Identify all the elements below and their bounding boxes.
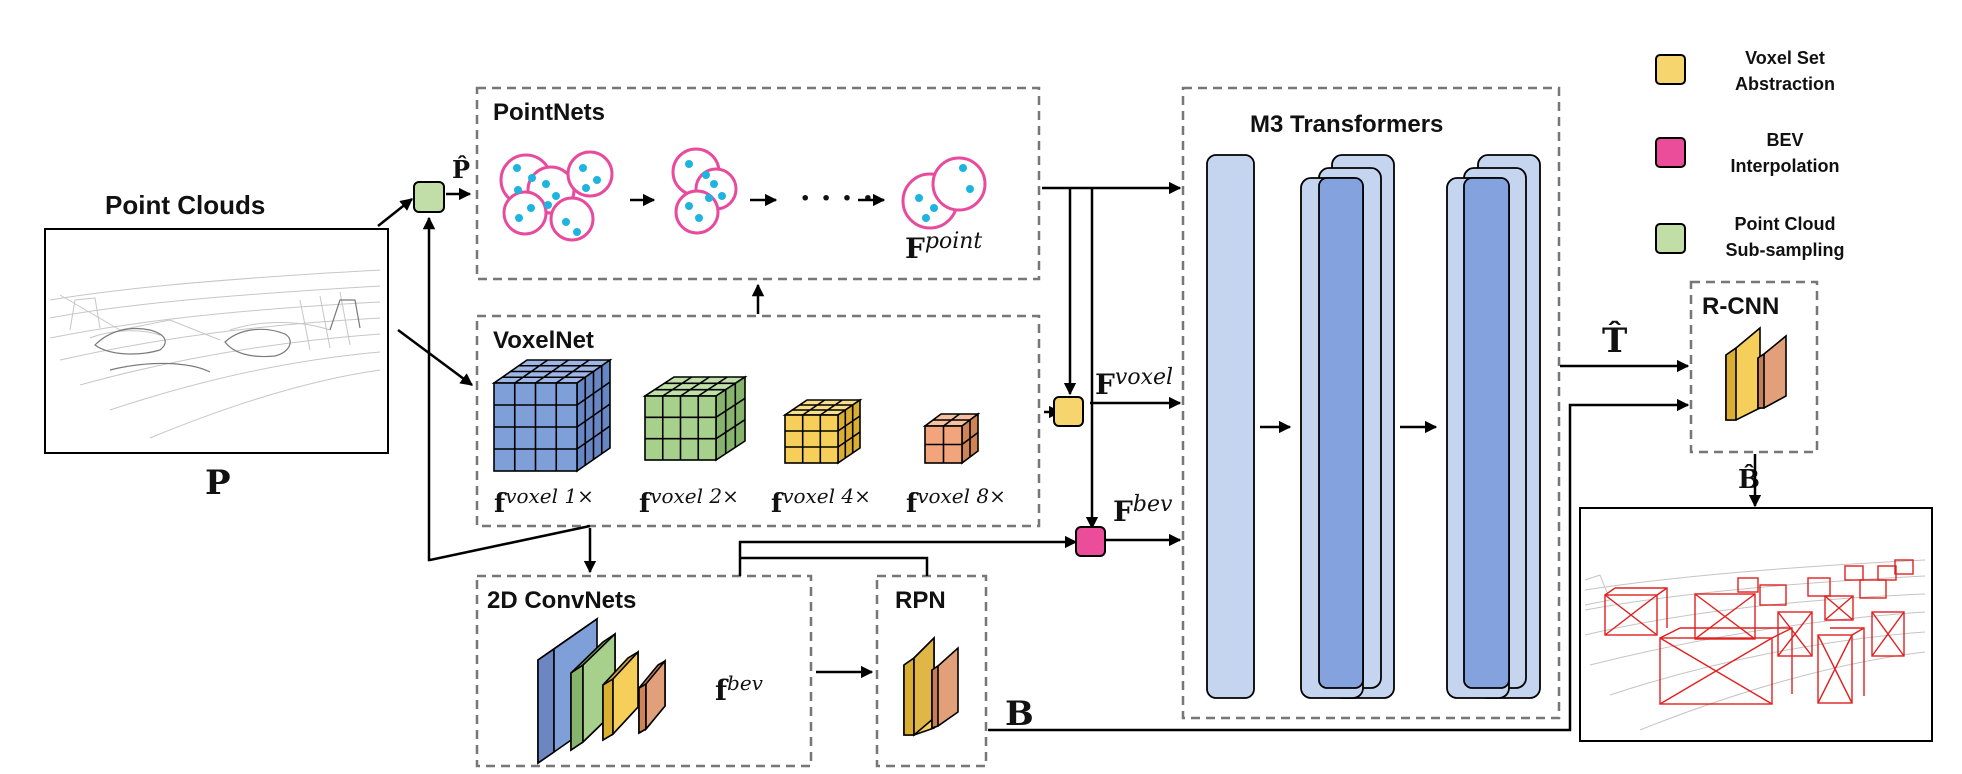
legend-subsampling-line1: Point Cloud [1735,214,1836,234]
transformer-block-2 [1446,154,1541,699]
convnets-title: 2D ConvNets [487,587,636,614]
legend-voxel-set-line2: Abstraction [1735,74,1835,94]
legend-bev-line2: Interpolation [1731,156,1840,176]
point-dots-stage-3 [915,164,974,222]
bev-interpolation-node [1075,526,1106,557]
detection-boxes [1604,559,1914,705]
f-voxel-1x-label: fvoxel 1× [494,484,594,519]
rcnn-feature-maps [1725,326,1787,421]
point-dots-stage-1 [513,164,601,236]
f-bev-output-label: Fbev [1113,492,1173,528]
f-voxel-4x-label: fvoxel 4× [771,484,871,519]
voxel-cube-2x [642,375,748,462]
symbol-b-hat: B̂ [1738,464,1760,495]
point-dots-stage-2 [685,160,726,222]
transformers-title: M3 Transformers [1250,111,1443,138]
f-voxel-2x-label: fvoxel 2× [639,484,739,519]
point-balls-stage-2 [671,147,738,235]
legend-bev-line1: BEV [1766,130,1803,150]
legend-swatch-voxel-set [1655,54,1686,85]
subsampling-node [413,181,445,213]
symbol-t-hat: T̂ [1602,320,1627,361]
rpn-panel [875,574,988,768]
convnet-feature-maps [537,617,666,765]
f-point-label: Fpoint [905,229,982,265]
f-voxel-label: Fvoxel [1095,365,1173,401]
rcnn-panel [1689,280,1819,454]
legend-swatch-subsampling [1655,223,1686,254]
input-point-cloud-image [44,228,389,454]
ellipsis-dots: · · · · [800,181,873,216]
f-voxel-8x-label: fvoxel 8× [906,484,1006,519]
connections [377,181,1762,732]
voxelnet-title: VoxelNet [493,327,594,354]
symbol-b: B [1005,694,1034,734]
voxelnet-panel [475,314,1041,528]
pointnets-title: PointNets [493,99,605,126]
legend-voxel-set-line1: Voxel Set [1745,48,1825,68]
symbol-p-hat: P̂ [452,155,470,184]
point-clouds-title: Point Clouds [105,190,265,220]
output-detection-image [1579,507,1933,742]
point-balls-stage-3 [901,156,987,230]
pointnets-panel [475,86,1041,281]
voxel-cube-8x [922,412,981,465]
legend-subsampling-line2: Sub-sampling [1725,240,1844,260]
rpn-feature-maps [903,636,959,737]
transformer-input-bar [1206,154,1255,699]
convnets-panel [475,574,813,768]
voxel-cube-1x [491,358,613,473]
rcnn-title: R-CNN [1702,293,1779,320]
voxel-cube-4x [782,398,863,465]
legend: Voxel Set Abstraction BEV Interpolation … [1655,48,1845,260]
transformers-panel [1181,86,1561,720]
transformer-block-1 [1300,154,1395,699]
legend-swatch-bev [1655,137,1686,168]
symbol-p: P [205,463,231,503]
point-balls-stage-1 [499,150,614,242]
rpn-title: RPN [895,587,946,614]
f-bev-label: fbev [715,671,764,707]
voxel-set-abstraction-node [1053,396,1084,427]
